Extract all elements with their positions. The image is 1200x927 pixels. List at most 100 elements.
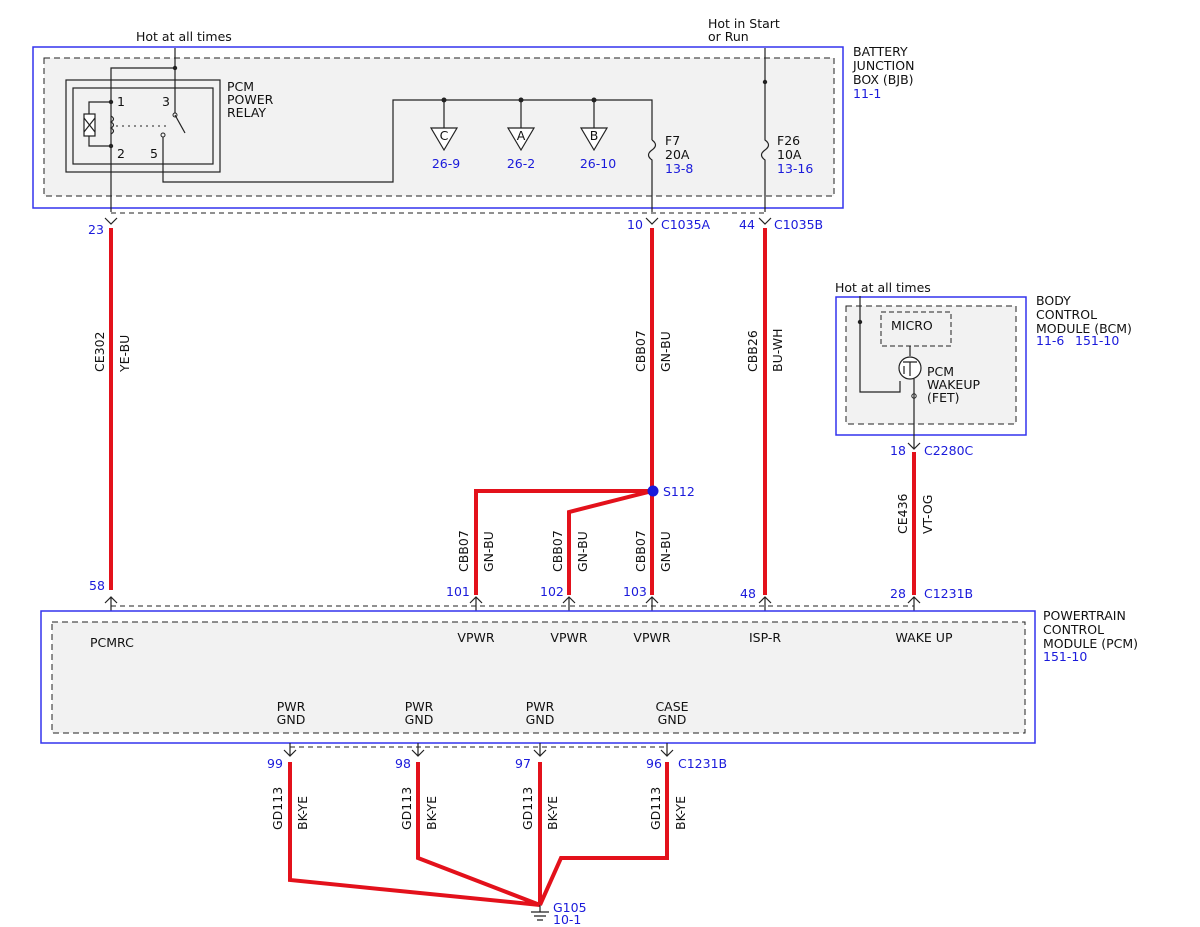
relay-output-bus [162, 99, 653, 183]
label-gn-bu-top: GN-BU [658, 331, 673, 372]
bjb-title-line3: BOX (BJB) [853, 72, 914, 87]
tap-leads [443, 100, 595, 128]
pcm-title-line1: POWERTRAIN [1043, 608, 1126, 623]
pin-10: 10 [627, 217, 643, 232]
pin-18: 18 [890, 443, 906, 458]
connector-c1231b-bottom: C1231B [678, 756, 727, 771]
connector-a-icon [506, 127, 536, 152]
label-bu-wh: BU-WH [770, 329, 785, 373]
ground-icon [531, 905, 549, 921]
connector-b-label: B [590, 128, 599, 143]
label-gd113-96: GD113 [648, 787, 663, 830]
fuse-f7-icon [647, 139, 657, 212]
pcm-pin-pcmrc: PCMRC [90, 635, 134, 650]
wire-cbb07-branch-102 [567, 489, 653, 595]
fuse-f7-name: F7 [665, 133, 680, 148]
connector-b-ref: 26-10 [580, 156, 616, 171]
connector-c-label: C [440, 128, 449, 143]
bjb-inner-area [43, 57, 835, 197]
pcm-pin-vpwr-101: VPWR [457, 630, 494, 645]
bjb-title-line2: JUNCTION [852, 58, 914, 73]
label-gd113-99: GD113 [270, 787, 285, 830]
terminal-98-icon [411, 743, 425, 757]
fuse-f7-rating: 20A [665, 147, 690, 162]
fuse-f26-icon [760, 48, 770, 212]
splice-s112-dot [647, 485, 659, 497]
bcm-title-line3: MODULE (BCM) [1036, 321, 1132, 336]
pin-98: 98 [395, 756, 411, 771]
bcm-inner-area [845, 305, 1017, 425]
pcm-gnd-99-line2: GND [277, 712, 306, 727]
relay-coil-cross [83, 117, 96, 133]
terminal-23-icon [104, 217, 118, 225]
connector-c1035b: C1035B [774, 217, 823, 232]
label-gn-bu-103: GN-BU [658, 531, 673, 572]
pcm-top-terminals [104, 596, 921, 611]
bjb-terminals [104, 217, 772, 225]
pcm-inner-area [51, 621, 1026, 734]
terminal-99-icon [283, 743, 297, 757]
label-cbb07-102: CBB07 [550, 530, 565, 572]
micro-box [880, 311, 952, 347]
label-gn-bu-101: GN-BU [481, 531, 496, 572]
bcm-outline [835, 296, 1027, 436]
bjb-hot-at-all-times: Hot at all times [136, 29, 232, 44]
pcm-ref: 151-10 [1043, 649, 1087, 664]
label-bk-ye-97: BK-YE [545, 796, 560, 830]
terminal-48-icon [758, 596, 772, 611]
wires [109, 228, 916, 907]
pcm-pwr-97-line1: PWR [526, 699, 555, 714]
relay-inner-box [72, 87, 214, 165]
connector-b-icon [579, 127, 609, 152]
pin-58: 58 [89, 578, 105, 593]
pcm-pwr-99-line1: PWR [277, 699, 306, 714]
terminal-28-icon [907, 596, 921, 611]
pin-44: 44 [739, 217, 755, 232]
pin-23: 23 [88, 222, 104, 237]
label-ce436: CE436 [895, 493, 910, 534]
fuse-f7-ref: 13-8 [665, 161, 693, 176]
bcm-fet-feed [859, 296, 901, 393]
label-cbb07-top: CBB07 [633, 330, 648, 372]
label-cbb07-103: CBB07 [633, 530, 648, 572]
terminal-58-icon [104, 596, 118, 611]
pcm-title-line2: CONTROL [1043, 622, 1104, 637]
fuse-f7: F7 20A 13-8 [647, 133, 693, 212]
pcm-pin-vpwr-102: VPWR [550, 630, 587, 645]
label-bk-ye-98: BK-YE [424, 796, 439, 830]
relay-pin1-dot [108, 99, 114, 105]
connector-c1231b-top: C1231B [924, 586, 973, 601]
pin-99: 99 [267, 756, 283, 771]
bcm-title-line1: BODY [1036, 293, 1071, 308]
pcm-pin-isp-r: ISP-R [749, 630, 781, 645]
fuse-f26-rating: 10A [777, 147, 802, 162]
connector-c-icon [429, 127, 459, 152]
bcm-ref-2: 151-10 [1075, 333, 1119, 348]
pin-28: 28 [890, 586, 906, 601]
ground-name: G105 [553, 900, 587, 915]
pcm-power-relay: PCM POWER RELAY 1 2 3 5 [65, 48, 653, 212]
label-bk-ye-96: BK-YE [673, 796, 688, 830]
label-ce302: CE302 [92, 332, 107, 373]
terminal-96-icon [660, 743, 674, 757]
bjb-outline [32, 46, 844, 209]
micro-label: MICRO [891, 318, 933, 333]
pin-101: 101 [446, 584, 470, 599]
relay-label-line3: RELAY [227, 105, 266, 120]
relay-label-line2: POWER [227, 92, 274, 107]
terminal-102-icon [562, 596, 576, 611]
fuse-f26-name: F26 [777, 133, 800, 148]
fet-label-line3: (FET) [927, 390, 959, 405]
bjb-ref: 11-1 [853, 86, 881, 101]
splice-s112-label: S112 [663, 484, 695, 499]
bcm-title-line2: CONTROL [1036, 307, 1097, 322]
pin-97: 97 [515, 756, 531, 771]
pcm-title-line3: MODULE (PCM) [1043, 636, 1138, 651]
terminal-18-icon [907, 442, 921, 450]
connector-c-ref: 26-9 [432, 156, 460, 171]
relay-pin2-dot [108, 143, 114, 149]
relay-coil-lead-bottom [88, 136, 111, 147]
bjb-hot-in-start-line2: or Run [708, 29, 749, 44]
pcm-gnd-98-line2: GND [405, 712, 434, 727]
bcm-hot-at-all-times: Hot at all times [835, 280, 931, 295]
